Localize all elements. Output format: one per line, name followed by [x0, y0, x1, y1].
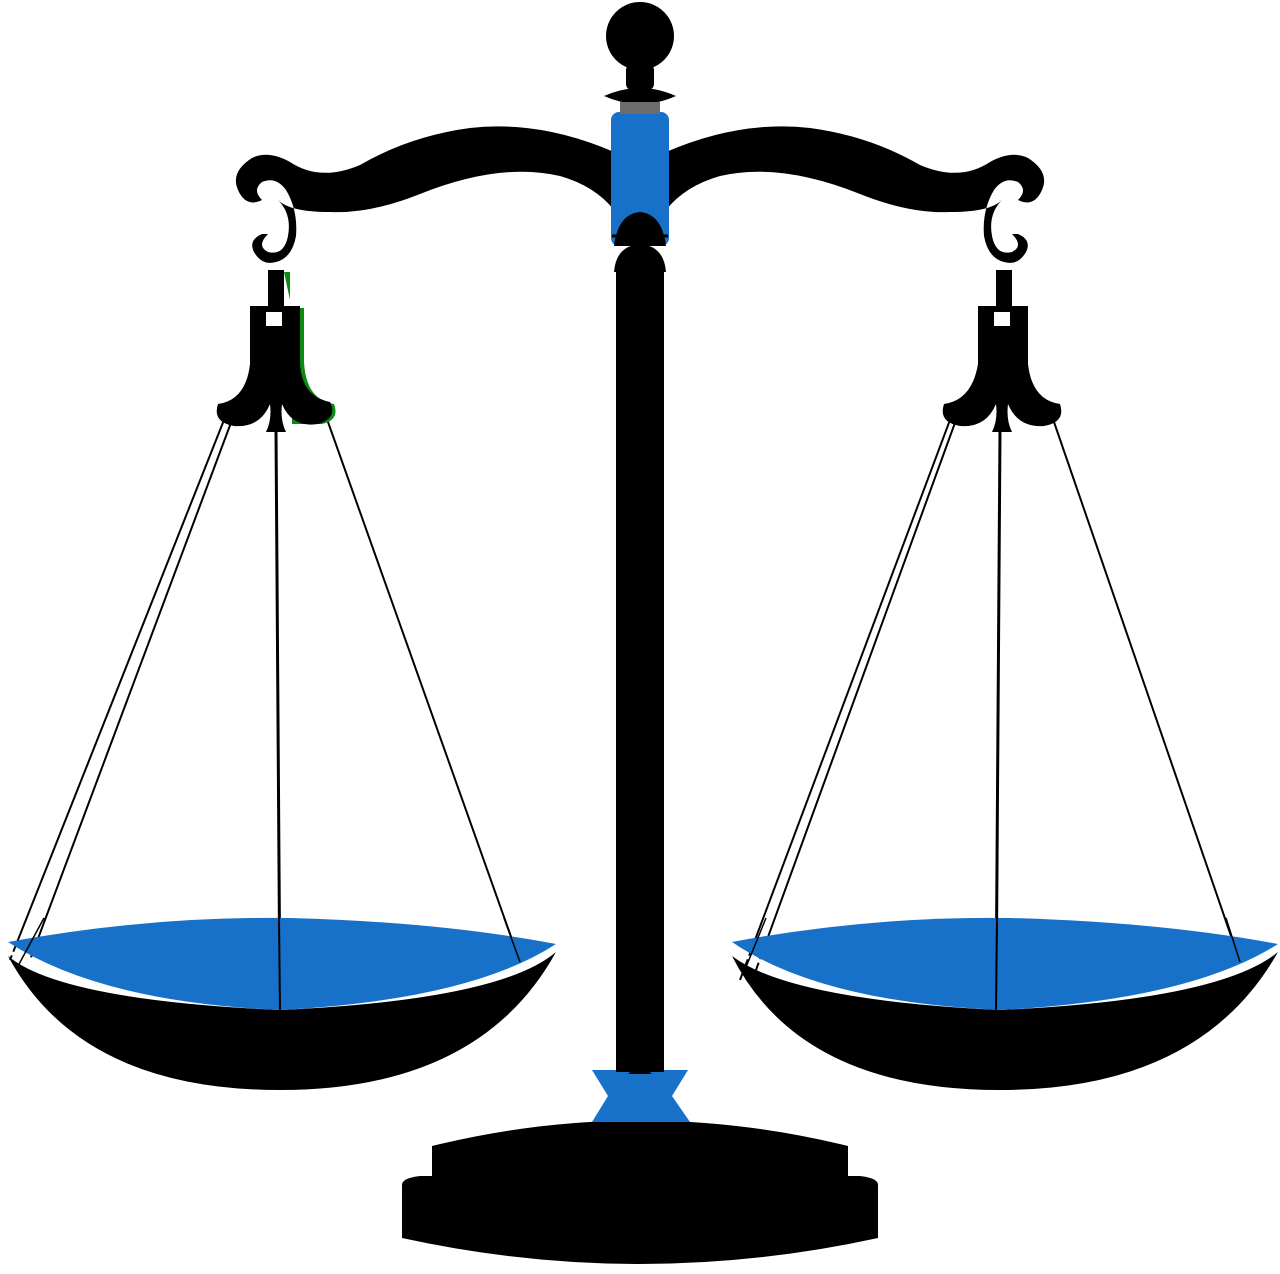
beam-left-arm	[235, 126, 614, 263]
right-hanger-body	[942, 306, 1062, 432]
left-hanger-window	[266, 312, 282, 326]
right-hanger-icon	[942, 270, 1062, 432]
left-pan-string-overlay-left	[17, 917, 45, 967]
left-hanger-body	[216, 306, 333, 432]
right-pan-string-overlay-left	[743, 917, 767, 973]
pillar-base-collar	[592, 1070, 690, 1122]
left-pan-rim	[8, 917, 556, 1010]
finial-stem	[620, 102, 660, 114]
right-pan-bowl	[732, 952, 1278, 1090]
right-hanger-link	[996, 270, 1012, 306]
beam-right-arm	[666, 126, 1045, 263]
left-pan-string-overlay-right	[503, 917, 521, 963]
base-upper-plinth	[432, 1120, 848, 1203]
base-lower-plinth	[402, 1176, 878, 1264]
left-pan-string-overlay-center	[278, 917, 281, 1011]
left-pan-bowl	[8, 952, 556, 1090]
right-strings	[739, 419, 1241, 1011]
finial-icon	[604, 2, 676, 114]
left-hanger-link	[268, 270, 284, 306]
right-pan-string-overlay-right	[1225, 917, 1241, 963]
pillar-icon	[614, 244, 666, 1072]
left-string-outer-b	[29, 419, 233, 961]
right-string-outer-b	[755, 419, 957, 971]
left-strings	[9, 419, 521, 1011]
finial-collar	[604, 88, 676, 104]
finial-neck	[626, 64, 654, 90]
right-hanger-window	[994, 312, 1010, 326]
pillar-shaft	[616, 272, 664, 1072]
right-string-outer-a	[739, 419, 951, 981]
left-string-right	[327, 421, 521, 963]
beam-center-sleeve	[611, 112, 669, 246]
left-string-outer-a	[9, 419, 225, 961]
left-string-center	[274, 429, 282, 1011]
base-icon	[402, 1064, 878, 1264]
right-pan-string-overlay-center	[995, 917, 998, 1011]
right-string-center	[994, 429, 1002, 1011]
left-hanger-icon	[216, 270, 336, 432]
pillar-cap	[614, 244, 666, 272]
finial-ball	[606, 2, 674, 70]
left-pan-icon	[7, 917, 557, 1090]
right-pan-rim	[732, 917, 1278, 1010]
right-pan-icon	[731, 917, 1279, 1090]
balance-beam-icon	[235, 112, 1045, 263]
right-string-right	[1053, 421, 1241, 963]
